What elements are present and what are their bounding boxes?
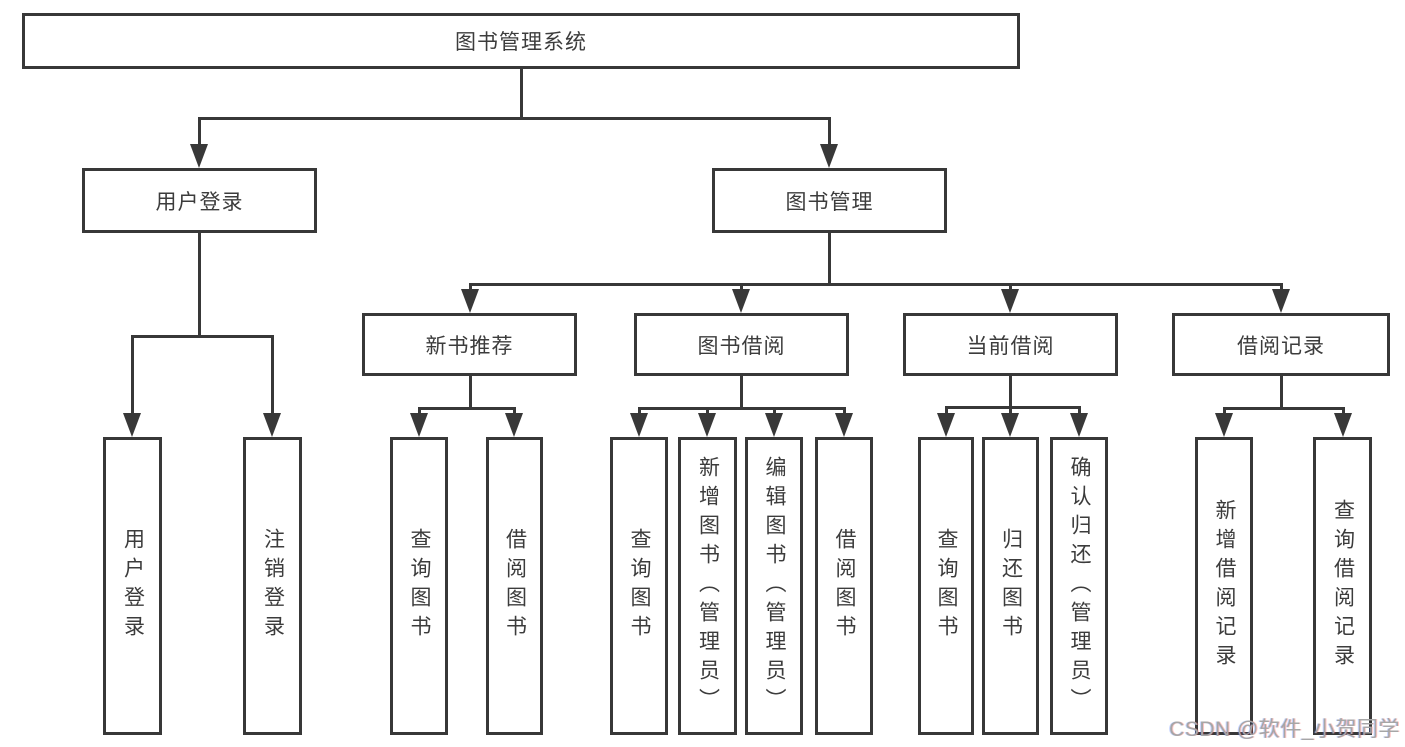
connector-drop xyxy=(270,335,274,414)
leaf-query-books-borrow: 查询图书 xyxy=(610,437,668,735)
connector-rail xyxy=(637,407,846,410)
node-label: 图书管理 xyxy=(785,190,874,214)
leaf-label: 借阅图书 xyxy=(503,528,527,644)
leaf-query-books-recommend: 查询图书 xyxy=(390,437,448,735)
connector-drop xyxy=(739,283,743,290)
connector-drop xyxy=(1008,406,1012,414)
arrow-down-icon xyxy=(1215,413,1233,437)
connector-drop xyxy=(827,117,831,145)
connector-drop xyxy=(197,117,201,145)
connector-stem xyxy=(1279,376,1283,410)
node-user-login: 用户登录 xyxy=(82,168,317,233)
connector-stem xyxy=(739,376,743,410)
node-borrow-record: 借阅记录 xyxy=(1172,313,1390,376)
leaf-query-books-current: 查询图书 xyxy=(918,437,974,735)
node-book-management: 图书管理 xyxy=(712,168,947,233)
arrow-down-icon xyxy=(820,144,838,168)
connector-stem xyxy=(1008,376,1012,409)
connector-rail xyxy=(1222,407,1345,410)
leaf-label: 查询借阅记录 xyxy=(1331,499,1355,673)
leaf-label: 查询图书 xyxy=(935,528,958,644)
node-book-borrow: 图书借阅 xyxy=(634,313,849,376)
connector-rail xyxy=(944,406,1081,409)
connector-drop xyxy=(944,406,948,414)
watermark: CSDN @软件_小贺同学 xyxy=(1169,718,1400,741)
connector-drop xyxy=(512,407,516,414)
arrow-down-icon xyxy=(937,413,955,437)
node-current-borrow: 当前借阅 xyxy=(903,313,1118,376)
arrow-down-icon xyxy=(630,413,648,437)
connector-stem xyxy=(827,232,831,286)
leaf-label: 归还图书 xyxy=(999,528,1023,644)
connector-rail xyxy=(417,407,516,410)
node-label: 新书推荐 xyxy=(425,334,514,358)
connector-rail xyxy=(197,117,831,120)
node-label: 用户登录 xyxy=(155,190,244,214)
connector-drop xyxy=(1341,407,1345,414)
leaf-add-books-admin: 新增图书（管理员） xyxy=(678,437,737,735)
connector-stem xyxy=(468,376,472,410)
arrow-down-icon xyxy=(765,413,783,437)
connector-drop xyxy=(637,407,641,414)
connector-rail xyxy=(468,283,1283,286)
node-label: 当前借阅 xyxy=(966,334,1055,358)
connector-rail xyxy=(130,335,274,338)
leaf-label: 借阅图书 xyxy=(833,528,856,644)
arrow-down-icon xyxy=(835,413,853,437)
leaf-query-borrow-record: 查询借阅记录 xyxy=(1313,437,1372,735)
connector-drop xyxy=(1222,407,1226,414)
leaf-label: 新增借阅记录 xyxy=(1213,499,1236,673)
connector-drop xyxy=(130,335,134,414)
connector-drop xyxy=(842,407,846,414)
arrow-down-icon xyxy=(1334,413,1352,437)
node-label: 图书管理系统 xyxy=(455,31,587,54)
arrow-down-icon xyxy=(505,413,523,437)
arrow-down-icon xyxy=(410,413,428,437)
connector-stem xyxy=(197,232,201,338)
leaf-logout: 注销登录 xyxy=(243,437,302,735)
arrow-down-icon xyxy=(190,144,208,168)
arrow-down-icon xyxy=(461,289,479,313)
connector-stem xyxy=(519,68,523,120)
arrow-down-icon xyxy=(1001,289,1019,313)
arrow-down-icon xyxy=(263,413,281,437)
leaf-label: 用户登录 xyxy=(121,528,145,644)
connector-drop xyxy=(1077,406,1081,414)
leaf-borrow-books-recommend: 借阅图书 xyxy=(486,437,543,735)
connector-drop xyxy=(1008,283,1012,290)
arrow-down-icon xyxy=(1070,413,1088,437)
leaf-label: 查询图书 xyxy=(628,528,651,644)
leaf-label: 编辑图书（管理员） xyxy=(763,455,786,717)
leaf-label: 注销登录 xyxy=(261,528,285,644)
arrow-down-icon xyxy=(1272,289,1290,313)
leaf-label: 确认归还（管理员） xyxy=(1068,455,1091,717)
node-library-management-system: 图书管理系统 xyxy=(22,13,1020,69)
arrow-down-icon xyxy=(123,413,141,437)
leaf-borrow-books: 借阅图书 xyxy=(815,437,873,735)
leaf-label: 新增图书（管理员） xyxy=(696,455,720,717)
leaf-add-borrow-record: 新增借阅记录 xyxy=(1195,437,1253,735)
connector-drop xyxy=(468,283,472,290)
arrow-down-icon xyxy=(732,289,750,313)
leaf-confirm-return-admin: 确认归还（管理员） xyxy=(1050,437,1108,735)
node-label: 借阅记录 xyxy=(1237,334,1325,358)
node-new-book-recommend: 新书推荐 xyxy=(362,313,577,376)
arrow-down-icon xyxy=(698,413,716,437)
connector-drop xyxy=(1279,283,1283,290)
leaf-user-login: 用户登录 xyxy=(103,437,162,735)
leaf-edit-books-admin: 编辑图书（管理员） xyxy=(745,437,803,735)
connector-drop xyxy=(417,407,421,414)
node-label: 图书借阅 xyxy=(697,334,786,358)
connector-drop xyxy=(705,407,709,414)
connector-drop xyxy=(772,407,776,414)
leaf-return-books: 归还图书 xyxy=(982,437,1039,735)
leaf-label: 查询图书 xyxy=(408,528,431,644)
arrow-down-icon xyxy=(1001,413,1019,437)
